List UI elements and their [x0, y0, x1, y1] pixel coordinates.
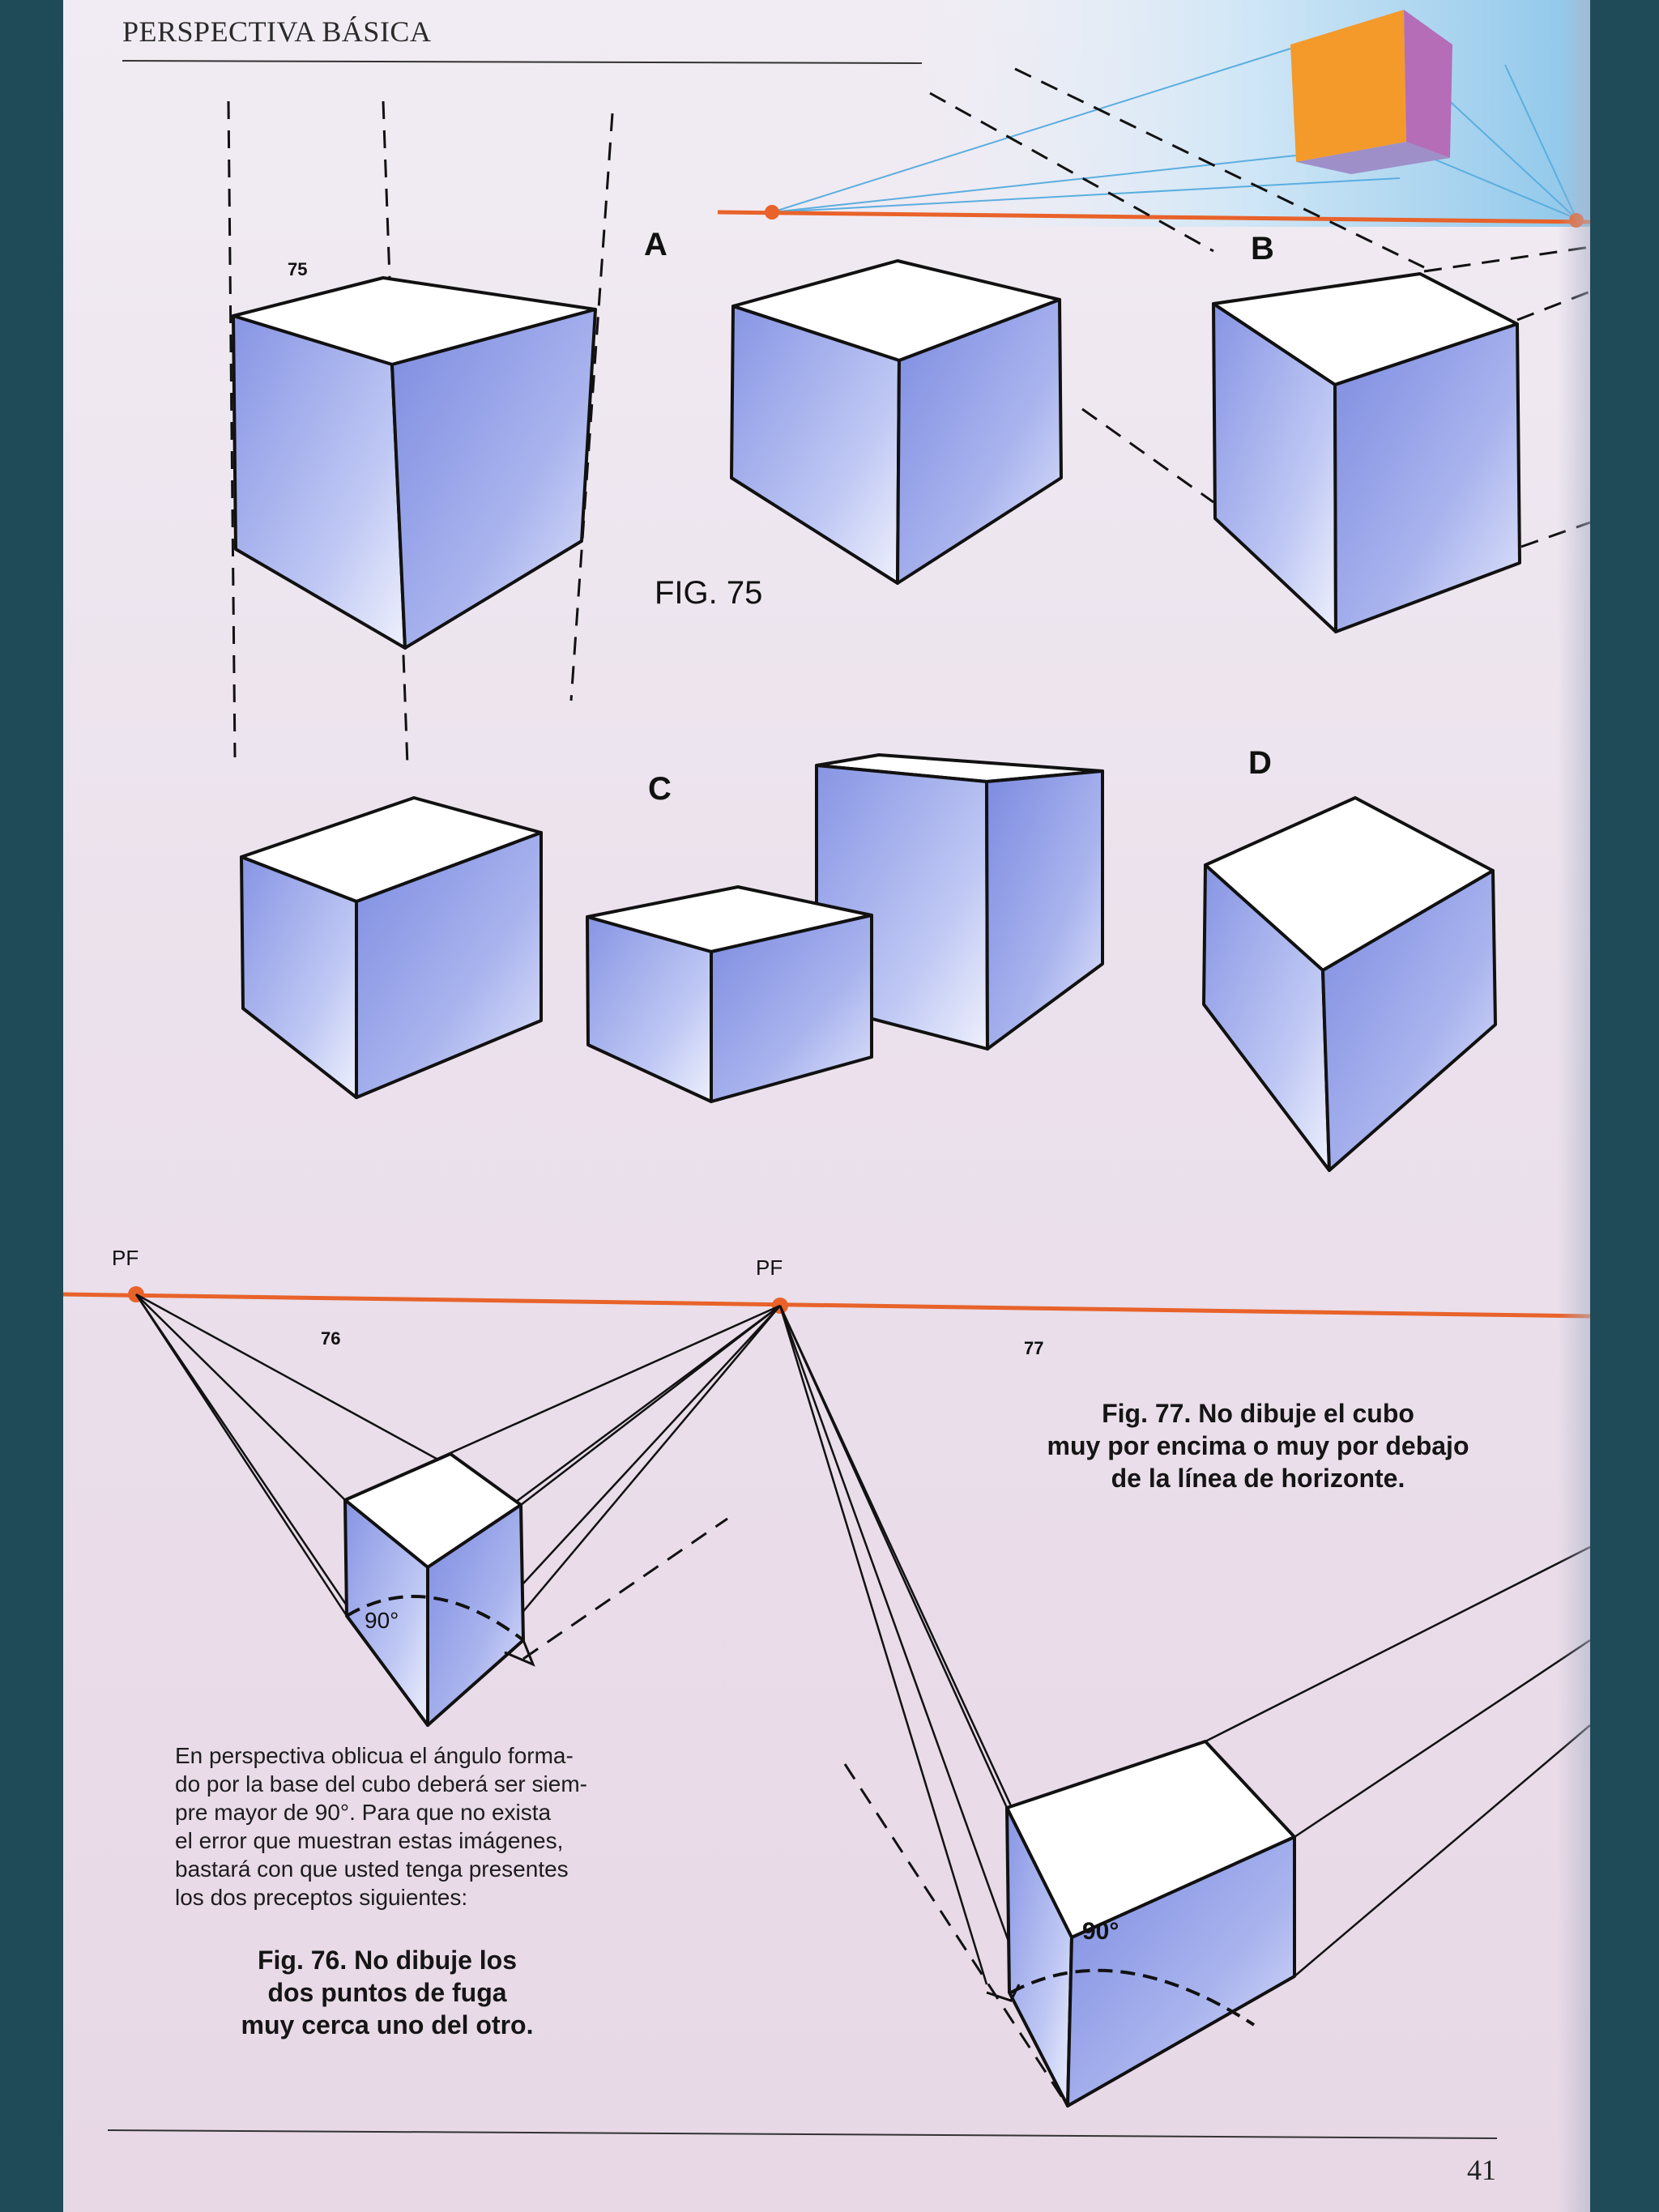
thumbnail-cube-front	[1290, 10, 1406, 162]
fig77-pf-label: PF	[756, 1255, 783, 1280]
page-header-title: PERSPECTIVA BÁSICA	[122, 15, 432, 48]
fig75-label-d: D	[1248, 745, 1272, 781]
book-page: PERSPECTIVA BÁSICA 75 A B FIG. 75 C D PF…	[63, 0, 1590, 2212]
fig76-number: 76	[321, 1328, 341, 1349]
fig76-diagram	[134, 1293, 781, 1727]
fig75-number: 75	[288, 259, 308, 279]
page-number: 41	[1467, 2154, 1496, 2186]
thumbnail-vanishing-point-left	[765, 205, 779, 219]
fig75-label-a: A	[644, 227, 667, 262]
footer-rule	[107, 2129, 1498, 2139]
fig75-cube-d	[1202, 796, 1497, 1172]
page-edge-shade	[1558, 0, 1590, 2212]
illustrations	[63, 0, 1590, 2139]
fig77-diagram	[778, 1305, 1590, 2108]
header-rule	[122, 60, 923, 64]
thumbnail-horizon-line	[717, 210, 1590, 224]
fig75-box-c-small	[586, 885, 873, 1103]
fig75-label-c: C	[648, 771, 672, 807]
fig76-caption: Fig. 76. No dibuje los dos puntos de fug…	[241, 1946, 534, 2039]
fig75-label-b: B	[1251, 231, 1274, 266]
fig75-cube-c-left	[240, 796, 543, 1099]
fig76-angle-label: 90°	[365, 1608, 399, 1633]
horizon-line	[63, 1292, 1590, 1319]
body-paragraph: En perspectiva oblicua el ángulo forma- …	[175, 1743, 587, 1910]
fig75-cube-b	[929, 67, 1590, 633]
fig77-number: 77	[1024, 1338, 1044, 1358]
perspective-thumbnail	[717, 0, 1590, 228]
fig75-box-c-tall	[815, 753, 1104, 1051]
fig75-cube-a	[227, 100, 614, 766]
thumbnail-cube-side	[1404, 10, 1452, 158]
fig77-angle-label: 90°	[1082, 1918, 1120, 1945]
fig76-pf-label: PF	[112, 1246, 139, 1270]
fig75-caption: FIG. 75	[655, 575, 763, 611]
fig75-cube-top-middle	[730, 259, 1063, 585]
fig77-caption: Fig. 77. No dibuje el cubo muy por encim…	[1047, 1399, 1469, 1493]
